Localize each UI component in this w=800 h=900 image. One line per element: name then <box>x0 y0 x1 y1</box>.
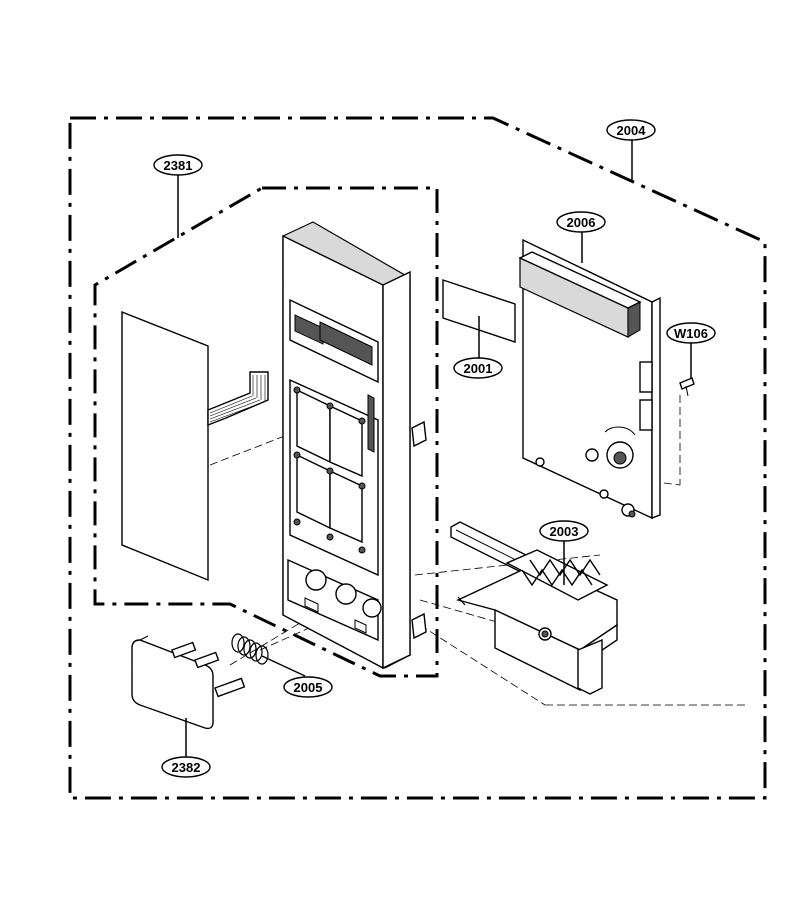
callout-2004: 2004 <box>606 119 656 141</box>
part-2382-button <box>131 635 246 730</box>
callout-2003: 2003 <box>539 520 589 542</box>
part-w106-screw <box>679 377 695 397</box>
callout-2001-label: 2001 <box>464 361 493 376</box>
part-2006-pcb <box>518 238 661 520</box>
part-2003-latch <box>450 521 618 695</box>
callout-2382-label: 2382 <box>172 760 201 775</box>
callout-2005-label: 2005 <box>294 680 323 695</box>
callout-w106: W106 <box>666 322 716 344</box>
membrane-keypad <box>121 310 269 582</box>
part-2001-sheet <box>442 279 516 343</box>
ribbon-cable <box>207 371 269 427</box>
callout-2381: 2381 <box>153 154 203 176</box>
callout-2006: 2006 <box>556 211 606 233</box>
callout-2006-label: 2006 <box>567 215 596 230</box>
callout-w106-label: W106 <box>674 326 708 341</box>
part-2005-spring <box>231 633 269 665</box>
callout-2382: 2382 <box>161 756 211 778</box>
assembly-boundary-2381 <box>93 186 439 678</box>
callout-2001: 2001 <box>453 357 503 379</box>
callout-2005: 2005 <box>283 676 333 698</box>
callout-2381-label: 2381 <box>164 158 193 173</box>
control-panel-frame <box>282 221 427 670</box>
leader-lines <box>177 140 692 757</box>
callout-2003-label: 2003 <box>550 524 579 539</box>
callout-2004-label: 2004 <box>617 123 647 138</box>
assembly-boundary-2004 <box>68 116 767 800</box>
